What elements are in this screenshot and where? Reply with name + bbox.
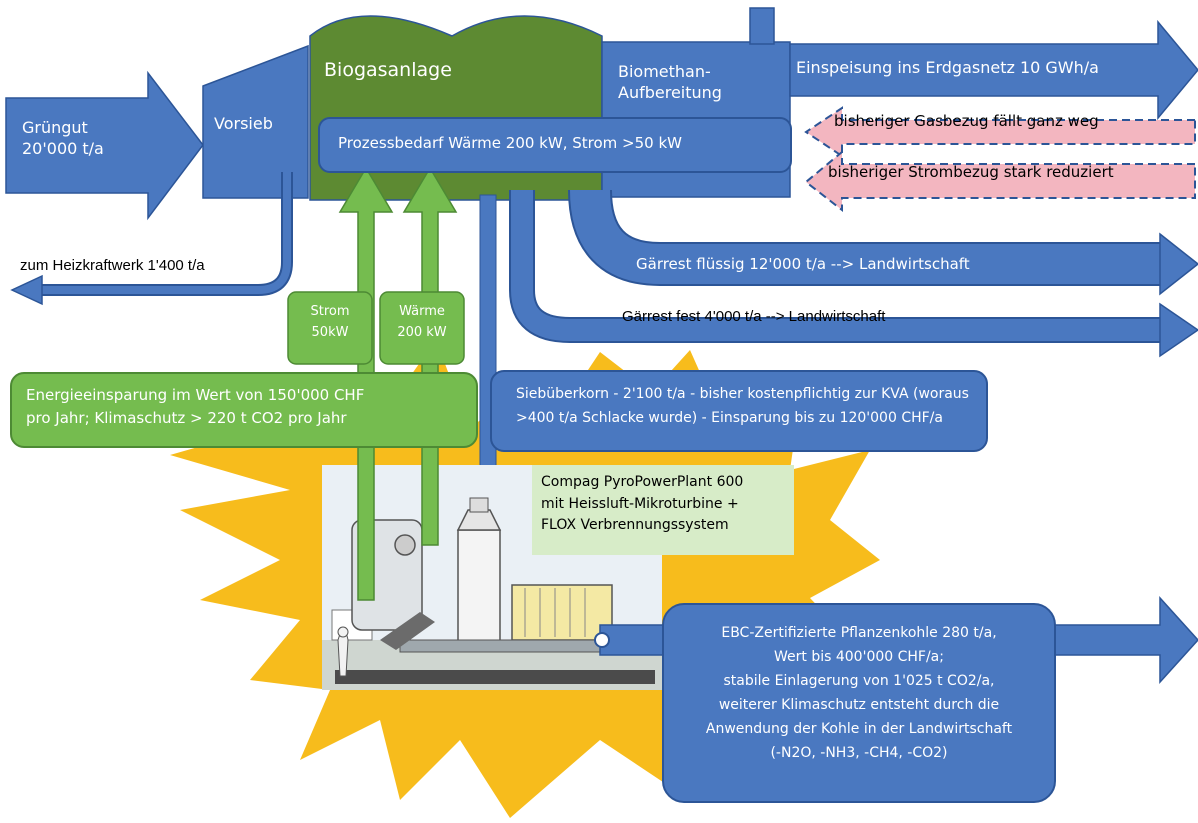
prozessbedarf-box: Prozessbedarf Wärme 200 kW, Strom >50 kW bbox=[318, 117, 792, 173]
biomethan-line2: Aufbereitung bbox=[618, 82, 722, 102]
plant-line2: mit Heissluft-Mikroturbine + bbox=[541, 495, 739, 512]
einspeisung-label: Einspeisung ins Erdgasnetz 10 GWh/a bbox=[796, 58, 1099, 77]
gruengut-title: Grüngut bbox=[22, 118, 88, 137]
gruengut-label: Grüngut 20'000 t/a bbox=[22, 118, 104, 160]
gaerrest-fluessig-arrow-head bbox=[1159, 232, 1198, 296]
waerme-label-title: Wärme bbox=[399, 304, 445, 319]
vorsieb-label: Vorsieb bbox=[214, 114, 273, 133]
waerme-label-value: 200 kW bbox=[397, 324, 447, 340]
biomethan-chimney bbox=[749, 7, 775, 45]
energie-text: Energieeinsparung im Wert von 150'000 CH… bbox=[26, 384, 364, 431]
plant-line3: FLOX Verbrennungssystem bbox=[541, 517, 729, 534]
strom-label-title: Strom bbox=[310, 304, 350, 319]
gruengut-amount: 20'000 t/a bbox=[22, 138, 104, 158]
gasbezug-label: bisheriger Gasbezug fällt ganz weg bbox=[834, 112, 1099, 130]
plant-line1: Compag PyroPowerPlant 600 bbox=[541, 474, 744, 490]
plant-text: Compag PyroPowerPlant 600 mit Heissluft-… bbox=[541, 472, 743, 537]
sieb-text: Siebüberkorn - 2'100 t/a - bisher kosten… bbox=[516, 383, 969, 431]
sieb-line2: >400 t/a Schlacke wurde) - Einsparung bi… bbox=[516, 409, 943, 426]
ebc-arrow-start bbox=[594, 632, 610, 648]
strom-label-box bbox=[287, 291, 373, 365]
energie-line1: Energieeinsparung im Wert von 150'000 CH… bbox=[26, 386, 365, 404]
ebc-line6: (-N2O, -NH3, -CH4, -CO2) bbox=[770, 745, 948, 762]
strom-label-value: 50kW bbox=[311, 324, 349, 340]
ebc-line4: weiterer Klimaschutz entsteht durch die bbox=[718, 697, 1000, 714]
strombezug-arrow bbox=[804, 149, 1196, 213]
plant-label-box: Compag PyroPowerPlant 600 mit Heissluft-… bbox=[532, 465, 794, 555]
biomethan-line1: Biomethan- bbox=[618, 62, 711, 81]
vorsieb-block bbox=[202, 44, 309, 199]
ebc-line3: stabile Einlagerung von 1'025 t CO2/a, bbox=[723, 673, 995, 690]
ebc-box: EBC-Zertifizierte Pflanzenkohle 280 t/a,… bbox=[662, 603, 1056, 803]
einspeisung-arrow bbox=[789, 19, 1198, 121]
energie-line2: pro Jahr; Klimaschutz > 220 t CO2 pro Ja… bbox=[26, 409, 347, 428]
heizkraftwerk-label: zum Heizkraftwerk 1'400 t/a bbox=[20, 257, 205, 274]
ebc-line2: Wert bis 400'000 CHF/a; bbox=[774, 649, 944, 666]
sieb-line1: Siebüberkorn - 2'100 t/a - bisher kosten… bbox=[516, 386, 969, 402]
heizkraftwerk-arrow-head bbox=[10, 274, 43, 306]
sieb-box: Siebüberkorn - 2'100 t/a - bisher kosten… bbox=[490, 370, 988, 452]
gaerrest-fest-arrow-head bbox=[1159, 302, 1198, 358]
waerme-label: Wärme 200 kW bbox=[380, 302, 464, 344]
strombezug-label: bisheriger Strombezug stark reduziert bbox=[828, 163, 1114, 181]
biogas-title: Biogasanlage bbox=[324, 59, 452, 81]
energie-box: Energieeinsparung im Wert von 150'000 CH… bbox=[10, 372, 478, 448]
prozessbedarf-text: Prozessbedarf Wärme 200 kW, Strom >50 kW bbox=[338, 134, 682, 152]
ebc-text: EBC-Zertifizierte Pflanzenkohle 280 t/a,… bbox=[664, 621, 1054, 765]
ebc-line1: EBC-Zertifizierte Pflanzenkohle 280 t/a, bbox=[721, 625, 997, 641]
ebc-line5: Anwendung der Kohle in der Landwirtschaf… bbox=[705, 721, 1013, 738]
gruengut-arrow bbox=[5, 70, 204, 221]
gasbezug-arrow bbox=[804, 106, 1196, 158]
gaerrest-fluessig-label: Gärrest flüssig 12'000 t/a --> Landwirts… bbox=[636, 255, 970, 273]
biomethan-label: Biomethan- Aufbereitung bbox=[618, 62, 722, 104]
strom-label: Strom 50kW bbox=[288, 302, 372, 344]
gaerrest-fest-label: Gärrest fest 4'000 t/a --> Landwirtschaf… bbox=[622, 308, 886, 325]
waerme-label-box bbox=[379, 291, 465, 365]
sieb-down-arrow bbox=[479, 194, 497, 496]
